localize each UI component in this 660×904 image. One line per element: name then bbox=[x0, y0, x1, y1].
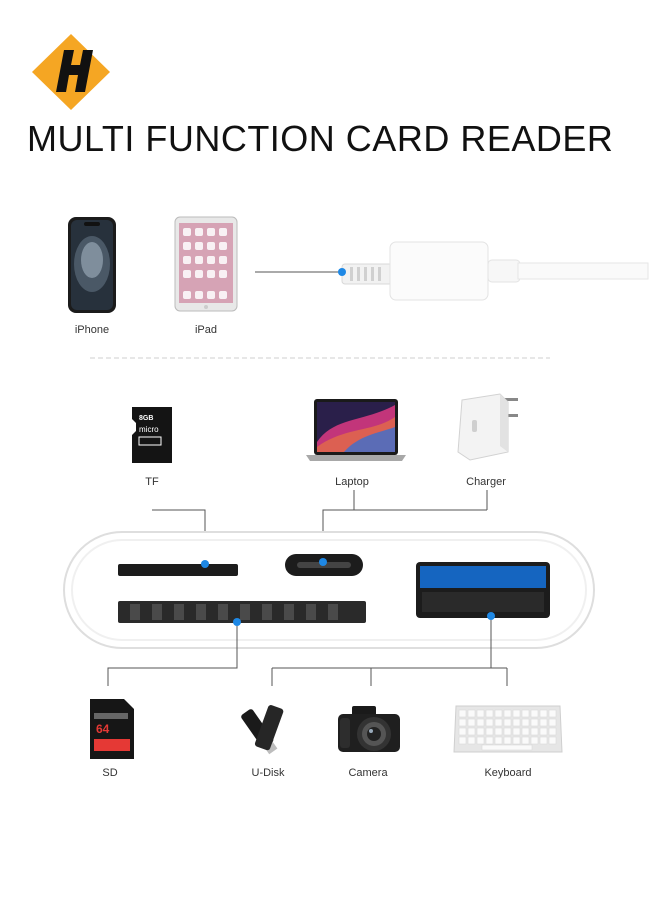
ipad-label: iPad bbox=[194, 324, 218, 336]
u-disk-label: U-Disk bbox=[251, 767, 285, 779]
tf-card-icon: 8GB micro bbox=[132, 407, 172, 463]
camera-icon bbox=[338, 706, 400, 752]
tf-label: TF bbox=[145, 476, 159, 488]
bottom-connector-lines bbox=[107, 620, 508, 686]
section-divider bbox=[90, 357, 550, 359]
keyboard-icon bbox=[453, 705, 563, 753]
card-reader-hub bbox=[63, 531, 595, 649]
laptop-icon bbox=[306, 399, 406, 461]
sd-capacity-text: 64 bbox=[96, 722, 110, 736]
keyboard-label: Keyboard bbox=[484, 767, 532, 779]
brand-logo bbox=[32, 34, 110, 110]
laptop-label: Laptop bbox=[335, 476, 369, 488]
sd-label: SD bbox=[102, 767, 118, 779]
usb-disk-icon bbox=[241, 705, 284, 755]
charger-icon bbox=[457, 393, 518, 461]
page-title: MULTI FUNCTION CARD READER bbox=[27, 118, 614, 159]
ipad-icon bbox=[174, 216, 238, 312]
iphone-icon bbox=[68, 217, 116, 313]
charger-label: Charger bbox=[466, 476, 506, 488]
iphone-label: iPhone bbox=[74, 324, 110, 336]
sd-card-icon: 64 bbox=[90, 699, 134, 759]
lightning-connector-icon bbox=[255, 241, 649, 301]
tf-capacity-text: 8GB bbox=[139, 415, 153, 422]
camera-label: Camera bbox=[348, 767, 388, 779]
tf-brand-text: micro bbox=[139, 425, 159, 434]
